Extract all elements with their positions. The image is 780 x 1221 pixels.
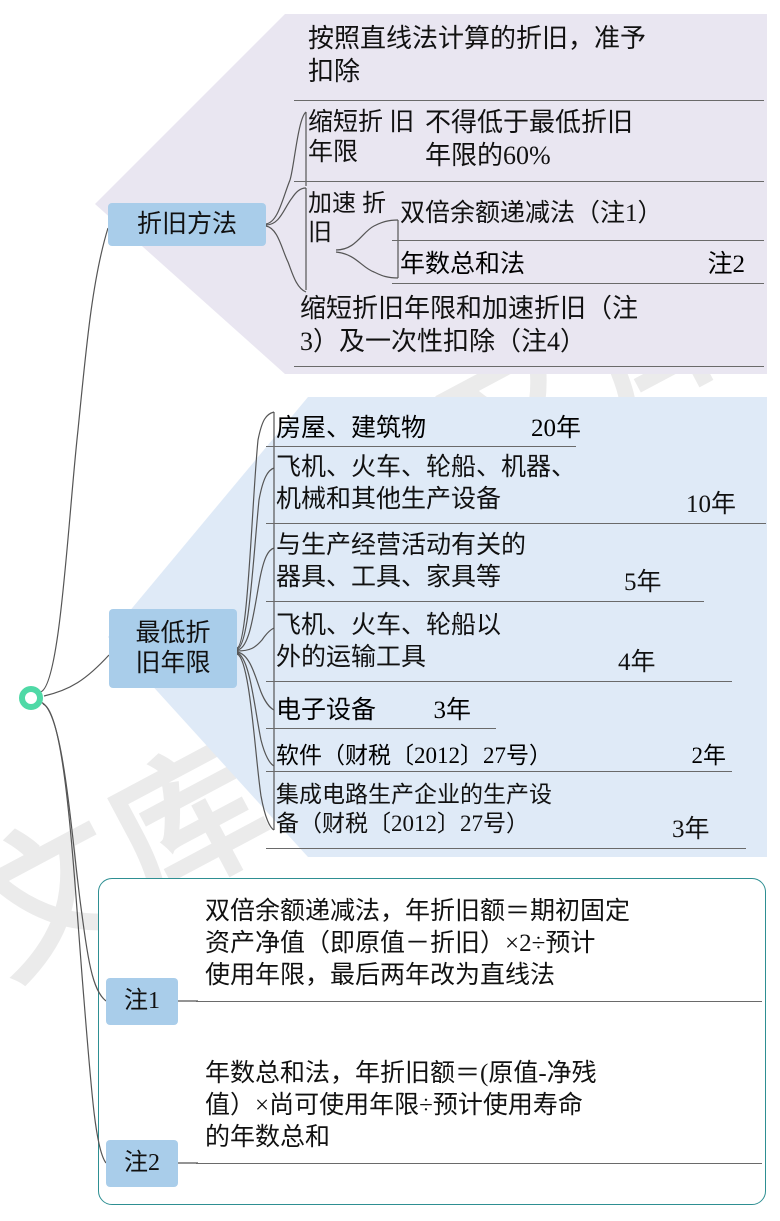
leaf-text: 软件（财税〔2012〕27号） (276, 743, 552, 768)
leaf-note-1[interactable]: 双倍余额递减法，年折旧额＝期初固定 资产净值（即原值－折旧）×2÷预计 使用年限… (205, 898, 631, 989)
leaf-value: 3年 (433, 697, 471, 724)
leaf-software[interactable]: 软件（财税〔2012〕27号） 2年 (276, 736, 726, 770)
leaf-straight-line[interactable]: 按照直线法计算的折旧，准予 扣除 (308, 24, 647, 87)
leaf-other-transport[interactable]: 飞机、火车、轮船以 外的运输工具 (276, 612, 502, 671)
leaf-divider (266, 728, 496, 729)
leaf-divider (266, 681, 732, 682)
leaf-text: 年数总和法 (400, 251, 526, 278)
leaf-value-other-transport: 4年 (618, 649, 656, 676)
leaf-divider (392, 240, 764, 241)
sublabel-shorten-life[interactable]: 缩短折 旧年限 (308, 109, 415, 166)
topic-note-1[interactable]: 注1 (106, 978, 178, 1025)
leaf-divider (266, 601, 704, 602)
sublabel-accelerated[interactable]: 加速 折旧 (308, 191, 386, 246)
note-divider (196, 1001, 762, 1002)
leaf-divider (266, 523, 766, 524)
leaf-value: 注2 (707, 251, 745, 278)
topic-note-2[interactable]: 注2 (106, 1140, 178, 1187)
leaf-value: 20年 (530, 415, 581, 442)
note-divider (196, 1163, 762, 1164)
leaf-note-2[interactable]: 年数总和法，年折旧额＝(原值-净残 值）×尚可使用年限÷预计使用寿命 的年数总和 (205, 1060, 597, 1151)
leaf-divider (294, 181, 764, 182)
leaf-divider (266, 848, 746, 849)
leaf-text: 房屋、建筑物 (276, 415, 427, 442)
leaf-divider (294, 366, 764, 367)
topic-depreciation-method[interactable]: 折旧方法 (108, 203, 266, 246)
root-node-circle[interactable] (19, 686, 43, 710)
leaf-aircraft-train-ship-machinery[interactable]: 飞机、火车、轮船、机器、 机械和其他生产设备 (276, 454, 577, 513)
leaf-shorten-life[interactable]: 不得低于最低折旧 年限的60% (425, 108, 634, 171)
topic-label-line1: 最低折 (135, 620, 211, 647)
leaf-value-tools: 5年 (624, 569, 662, 596)
leaf-double-declining[interactable]: 双倍余额递减法（注1） (400, 200, 663, 227)
leaf-value-aircraft: 10年 (686, 491, 737, 518)
topic-minimum-depreciation-life[interactable]: 最低折 旧年限 (109, 609, 237, 688)
leaf-value-ic: 3年 (672, 816, 710, 843)
leaf-shorten-and-accelerate[interactable]: 缩短折旧年限和加速折旧（注 3）及一次性扣除（注4） (300, 294, 639, 357)
leaf-value: 2年 (691, 743, 727, 768)
leaf-divider (392, 283, 764, 284)
branch-panel-notes (98, 878, 766, 1205)
topic-label-line2: 旧年限 (135, 649, 211, 677)
leaf-production-related-tools[interactable]: 与生产经营活动有关的 器具、工具、家具等 (276, 532, 527, 591)
leaf-divider (266, 771, 732, 772)
leaf-divider (266, 446, 576, 447)
leaf-sum-of-years[interactable]: 年数总和法 注2 (400, 244, 745, 280)
leaf-ic-production-equipment[interactable]: 集成电路生产企业的生产设 备（财税〔2012〕27号） (276, 782, 552, 837)
leaf-buildings[interactable]: 房屋、建筑物 20年 (276, 408, 581, 444)
leaf-text: 电子设备 (276, 697, 377, 724)
leaf-electronic-equipment[interactable]: 电子设备 3年 (276, 690, 471, 726)
leaf-divider (294, 100, 764, 101)
